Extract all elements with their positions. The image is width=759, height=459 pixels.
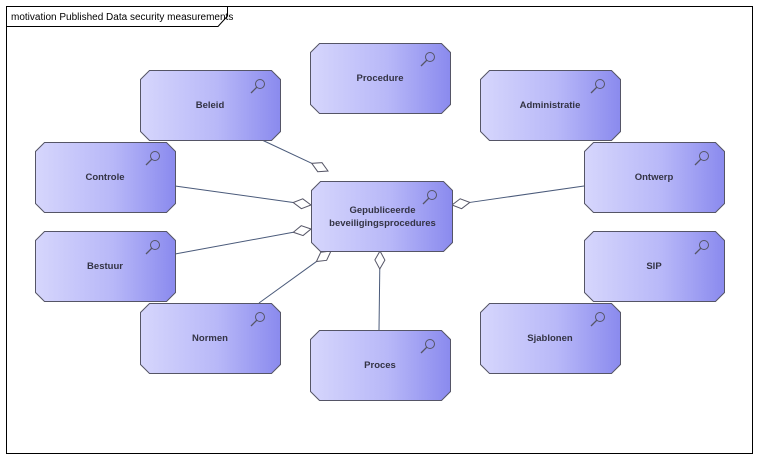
node-administratie[interactable]: Administratie <box>480 70 621 141</box>
center-label-line-2: beveiligingsprocedures <box>329 218 436 229</box>
node-label-normen: Normen <box>192 333 228 344</box>
connector-controle[interactable] <box>174 185 294 204</box>
magnifier-icon <box>590 312 605 327</box>
node-beleid-shape <box>140 70 281 141</box>
node-normen-shape <box>140 303 281 374</box>
magnifier-icon <box>420 339 435 354</box>
node-label-proces: Proces <box>364 360 396 371</box>
magnifier-icon <box>694 240 709 255</box>
node-center-shape <box>311 181 453 252</box>
node-sjablonen-shape <box>480 303 621 374</box>
node-label-procedure: Procedure <box>357 73 404 84</box>
node-beleid[interactable]: Beleid <box>140 70 281 141</box>
node-proces-shape <box>310 330 451 401</box>
node-normen[interactable]: Normen <box>140 303 281 374</box>
magnifier-icon <box>145 240 160 255</box>
connector-proces[interactable] <box>378 268 381 331</box>
node-bestuur-shape <box>35 231 176 302</box>
magnifier-icon <box>694 151 709 166</box>
diagram-title-tab <box>6 6 228 27</box>
node-proces[interactable]: Proces <box>310 330 451 401</box>
node-center[interactable]: Gepubliceerde beveiligingsprocedures <box>311 181 453 252</box>
connections-layer <box>174 139 585 331</box>
node-label-bestuur: Bestuur <box>87 261 123 272</box>
node-ontwerp-shape <box>584 142 725 213</box>
connector-normen[interactable] <box>258 261 317 304</box>
node-administratie-shape <box>480 70 621 141</box>
node-sip-shape <box>584 231 725 302</box>
connector-beleid[interactable] <box>261 139 312 164</box>
center-label-line-1: Gepubliceerde <box>350 205 416 216</box>
node-procedure-shape <box>310 43 451 114</box>
diagram-title: motivation Published Data security measu… <box>11 12 233 23</box>
connector-ontwerp[interactable] <box>469 185 585 203</box>
node-bestuur[interactable]: Bestuur <box>35 231 176 302</box>
aggregation-diamond-controle <box>292 198 313 210</box>
node-ontwerp[interactable]: Ontwerp <box>584 142 725 213</box>
node-controle[interactable]: Controle <box>35 142 176 213</box>
node-controle-shape <box>35 142 176 213</box>
node-sip[interactable]: SIP <box>584 231 725 302</box>
magnifier-icon <box>420 52 435 67</box>
aggregation-diamond-ontwerp <box>450 198 471 210</box>
node-label-beleid: Beleid <box>196 100 225 111</box>
magnifier-icon <box>250 312 265 327</box>
aggregation-diamond-beleid <box>310 162 329 173</box>
aggregation-diamond-proces <box>374 249 386 271</box>
connector-bestuur[interactable] <box>174 231 294 255</box>
magnifier-icon <box>590 79 605 94</box>
aggregation-diamond-bestuur <box>292 225 313 237</box>
node-sjablonen[interactable]: Sjablonen <box>480 303 621 374</box>
node-label-controle: Controle <box>85 172 124 183</box>
node-label-sip: SIP <box>646 261 662 272</box>
magnifier-icon <box>145 151 160 166</box>
magnifier-icon <box>422 190 437 205</box>
node-label-sjablonen: Sjablonen <box>527 333 573 344</box>
node-label-administratie: Administratie <box>520 100 581 111</box>
node-procedure[interactable]: Procedure <box>310 43 451 114</box>
magnifier-icon <box>250 79 265 94</box>
node-label-ontwerp: Ontwerp <box>635 172 674 183</box>
